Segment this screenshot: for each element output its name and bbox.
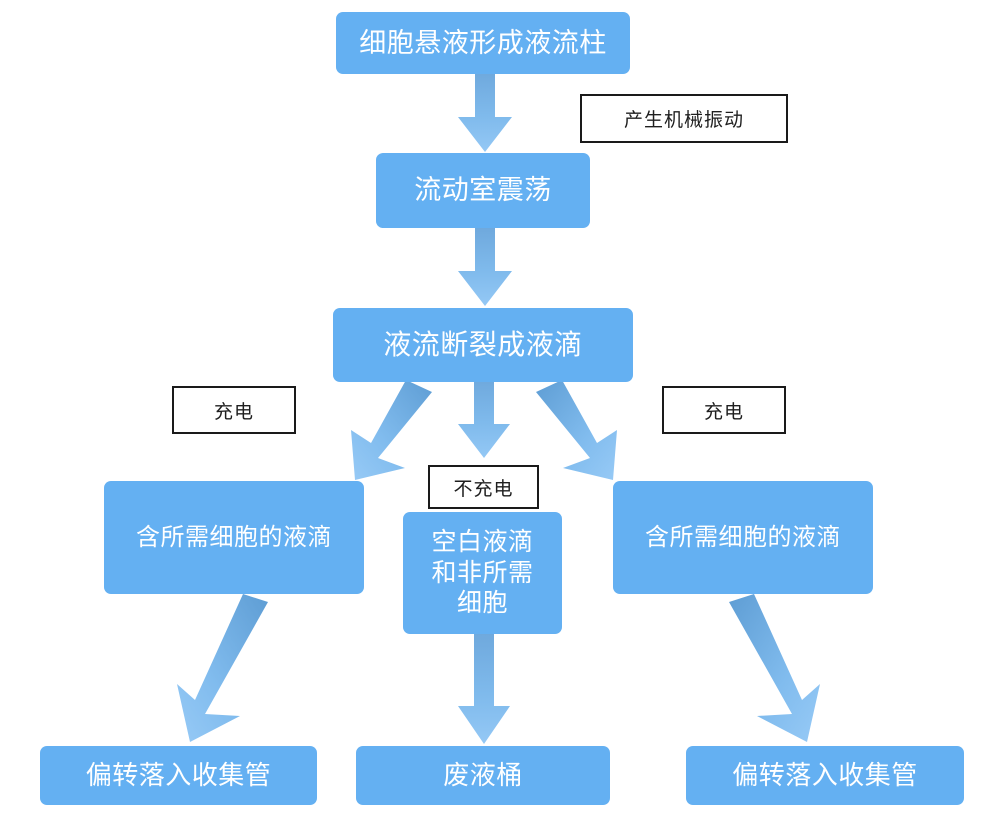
arrow-down-n2-n3: [455, 228, 515, 308]
arrow-down-n1-n2: [455, 72, 515, 154]
node-blank-and-unwanted-cells[interactable]: 空白液滴 和非所需 细胞: [403, 512, 562, 634]
node-deflect-into-collection-tube-left[interactable]: 偏转落入收集管: [40, 746, 317, 805]
node-cell-suspension-stream[interactable]: 细胞悬液形成液流柱: [336, 12, 630, 74]
node-stream-breaks-into-droplets[interactable]: 液流断裂成液滴: [333, 308, 633, 382]
node-blank-line-3: 细胞: [456, 589, 508, 618]
note-no-charge[interactable]: 不充电: [428, 465, 539, 509]
node-droplet-with-target-cells-left[interactable]: 含所需细胞的液滴: [104, 481, 364, 594]
node-deflect-into-collection-tube-right[interactable]: 偏转落入收集管: [686, 746, 964, 805]
node-flow-chamber-oscillation[interactable]: 流动室震荡: [376, 153, 590, 228]
note-charge-left[interactable]: 充电: [172, 386, 296, 434]
note-charge-right[interactable]: 充电: [662, 386, 786, 434]
arrow-down-left-n4-n7: [155, 594, 275, 744]
node-droplet-with-target-cells-right[interactable]: 含所需细胞的液滴: [613, 481, 873, 594]
arrow-down-right-n6-n9: [722, 594, 847, 744]
note-mechanical-vibration[interactable]: 产生机械振动: [580, 94, 788, 143]
arrow-down-left-n3-n4: [318, 380, 438, 485]
arrow-down-right-n3-n6: [530, 380, 650, 485]
node-waste-container[interactable]: 废液桶: [356, 746, 610, 805]
arrow-down-n5-n8: [456, 634, 512, 746]
node-blank-line-2: 和非所需: [431, 558, 534, 587]
node-blank-line-1: 空白液滴: [431, 528, 534, 557]
arrow-down-n3-n5: [456, 380, 512, 460]
